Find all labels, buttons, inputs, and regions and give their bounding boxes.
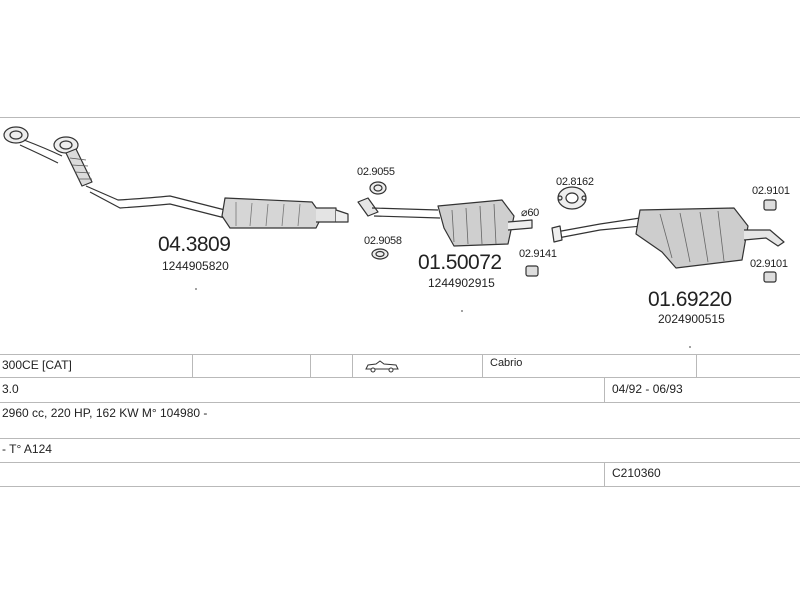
table-rule-4: [0, 438, 800, 439]
top-rule: [0, 117, 800, 118]
label-hanger-02-9101-bottom: 02.9101: [750, 258, 788, 270]
front-pipe-with-catalyst: [3, 126, 349, 229]
table-rule-6: [0, 486, 800, 487]
table-rule-2: [0, 377, 800, 378]
col-divider: [604, 377, 605, 402]
col-divider: [310, 354, 311, 377]
clamp-02-9055: [369, 181, 387, 195]
engine-specs: 2960 cc, 220 HP, 162 KW M° 104980 -: [2, 406, 208, 420]
part-number-rear-silencer: 01.69220: [648, 288, 732, 311]
center-silencer: [357, 197, 533, 247]
table-rule-5: [0, 462, 800, 463]
clamp-02-9058: [371, 248, 389, 260]
oem-number-center-silencer: 1244902915: [428, 276, 495, 290]
pipe-diameter-label: ⌀60: [521, 207, 539, 219]
convertible-car-icon: [365, 360, 399, 373]
catalog-code: C210360: [612, 466, 661, 480]
body-type: Cabrio: [490, 357, 523, 369]
gasket-02-8162: [557, 186, 587, 210]
hanger-02-9101-bottom: [763, 271, 777, 283]
table-rule-1: [0, 354, 800, 355]
hanger-02-9141: [525, 265, 539, 277]
oem-number-front-pipe: 1244905820: [162, 259, 229, 273]
part-number-center-silencer: 01.50072: [418, 251, 502, 274]
part-number-front-pipe: 04.3809: [158, 233, 231, 256]
col-divider: [482, 354, 483, 377]
engine-size: 3.0: [2, 382, 19, 396]
table-rule-3: [0, 402, 800, 403]
label-gasket-02-8162: 02.8162: [556, 176, 594, 188]
col-divider: [604, 462, 605, 486]
model-name: 300CE [CAT]: [2, 358, 72, 372]
label-clamp-02-9058: 02.9058: [364, 235, 402, 247]
label-hanger-02-9101-top: 02.9101: [752, 185, 790, 197]
production-years: 04/92 - 06/93: [612, 382, 683, 396]
exhaust-diagram: [3, 126, 785, 348]
rear-silencer: [551, 207, 785, 269]
type-code: - T° A124: [2, 442, 52, 456]
col-divider: [352, 354, 353, 377]
label-hanger-02-9141: 02.9141: [519, 248, 557, 260]
label-clamp-02-9055: 02.9055: [357, 166, 395, 178]
oem-number-rear-silencer: 2024900515: [658, 312, 725, 326]
hanger-02-9101-top: [763, 199, 777, 211]
col-divider: [192, 354, 193, 377]
col-divider: [696, 354, 697, 377]
